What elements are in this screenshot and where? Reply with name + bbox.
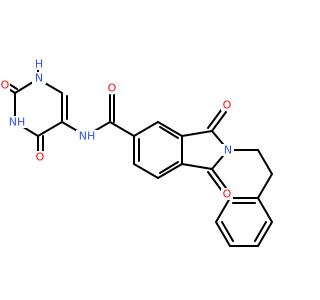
benzyl-group: [215, 149, 273, 247]
bond: [159, 126, 179, 139]
atom-label-oxygen: O: [36, 151, 45, 164]
bond: [37, 121, 63, 137]
atom-label-n: N: [35, 72, 43, 85]
bond: [207, 108, 223, 129]
bond: [157, 163, 183, 179]
atom-label-nh: NH: [9, 116, 26, 129]
bond: [159, 161, 179, 174]
bond: [254, 221, 267, 242]
atom-labels: H N O NH O NH O O N O: [0, 58, 234, 201]
atom-label-oxygen: O: [108, 82, 117, 95]
bond: [181, 163, 213, 170]
bond: [133, 121, 159, 137]
atom-label-oxygen: O: [1, 79, 10, 92]
bond: [207, 171, 223, 192]
bond: [109, 121, 135, 137]
bond: [257, 197, 273, 223]
atom-label-n-imide: N: [224, 144, 232, 157]
bond: [211, 168, 227, 189]
amide-linker: [61, 94, 135, 137]
bond: [181, 130, 213, 137]
bond: [221, 221, 234, 242]
bond: [215, 221, 231, 247]
bond: [157, 121, 183, 137]
bond: [215, 197, 231, 223]
isoindolinedione-core: [133, 108, 229, 192]
molecule-diagram: H N O NH O NH O O N O: [0, 58, 273, 247]
atom-label-nh: NH: [79, 130, 96, 143]
atom-label-oxygen: O: [223, 188, 232, 201]
bond: [257, 221, 273, 247]
bond: [211, 111, 227, 132]
atom-label-oxygen: O: [223, 99, 232, 112]
structure-canvas: H N O NH O NH O O N O: [0, 57, 273, 247]
atom-label-h: H: [35, 58, 43, 71]
bond: [257, 149, 273, 175]
bond: [133, 163, 159, 179]
bond: [257, 173, 273, 199]
